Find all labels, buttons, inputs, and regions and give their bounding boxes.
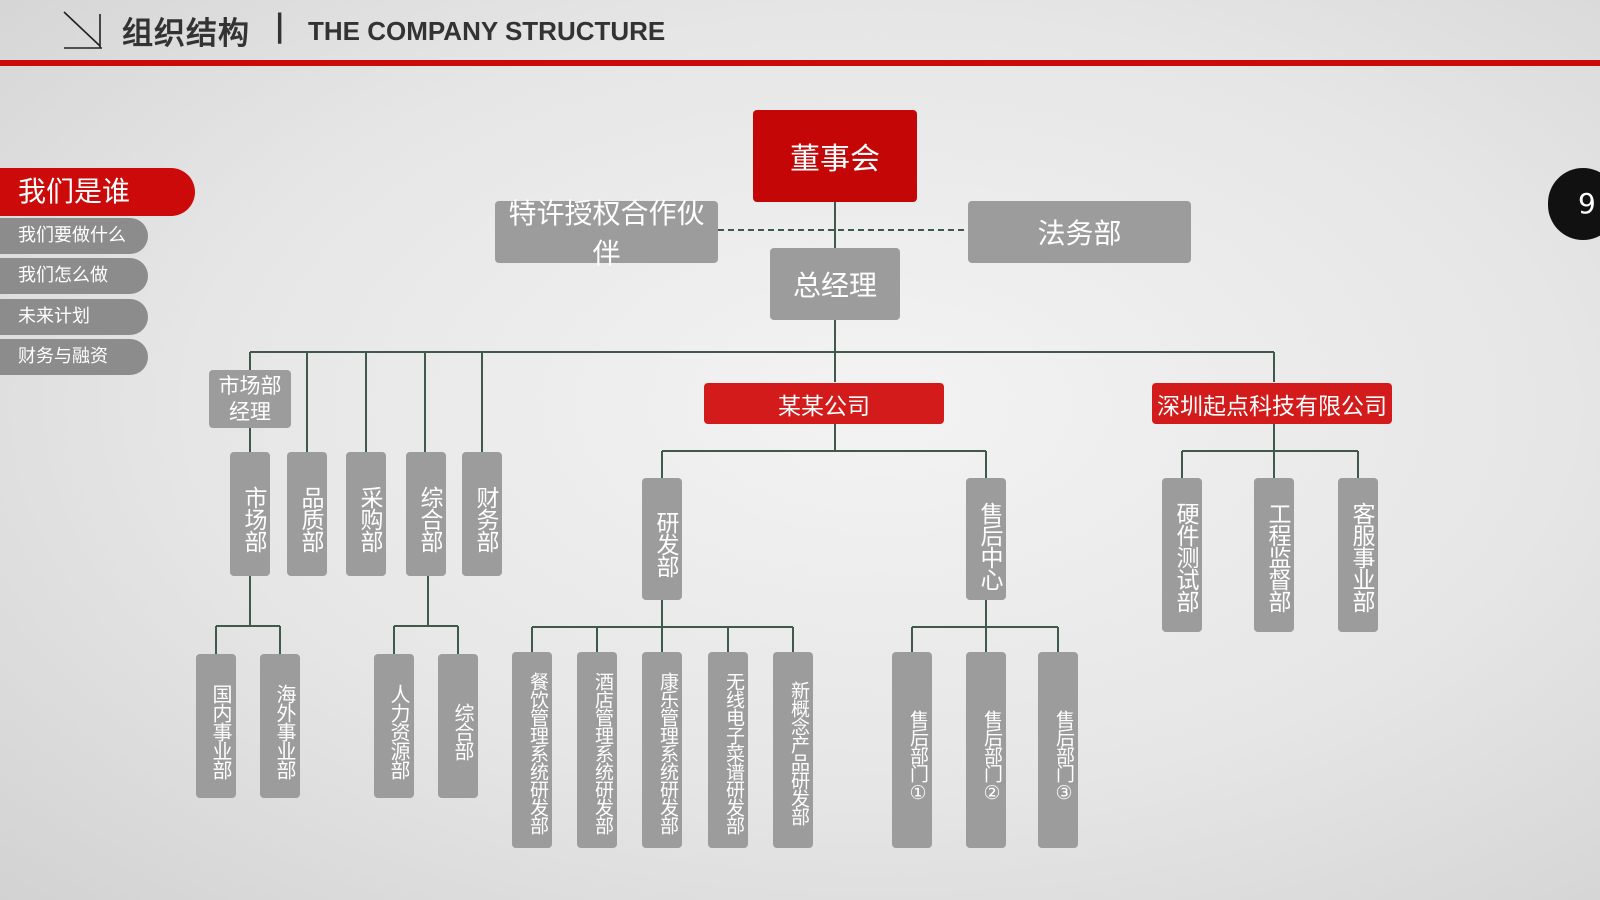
node-franchise-partner: 特许授权合作伙伴	[495, 197, 718, 270]
node-general-sub-dept: 综合部	[438, 654, 478, 798]
nav-item-future-plan[interactable]: 未来计划	[0, 299, 148, 335]
node-aftersales-dept-3: 售后部门③	[1038, 652, 1078, 848]
node-aftersales-dept-2: 售后部门②	[966, 652, 1006, 848]
node-market-dept: 市场部	[230, 452, 270, 576]
page-title-cn: 组织结构	[122, 16, 250, 52]
nav-item-what-we-do[interactable]: 我们要做什么	[0, 218, 148, 254]
node-hardware-testing: 硬件测试部	[1162, 478, 1202, 632]
node-emenu-rd: 无线电子菜谱研发部	[708, 652, 748, 848]
node-customer-service: 客服事业部	[1338, 478, 1378, 632]
node-company-b: 深圳起点科技有限公司	[1152, 383, 1392, 424]
node-aftersales-dept-1: 售后部门①	[892, 652, 932, 848]
node-overseas-division: 海外事业部	[260, 654, 300, 798]
node-general-manager: 总经理	[770, 248, 900, 320]
diagonal-arrow-icon	[63, 11, 102, 49]
node-new-concept-rd: 新概念产品研发部	[773, 652, 813, 848]
title-separator: |	[274, 8, 286, 44]
nav-item-how-we-do[interactable]: 我们怎么做	[0, 258, 148, 294]
node-recreation-rd: 康乐管理系统研发部	[642, 652, 682, 848]
node-board: 董事会	[753, 110, 917, 202]
node-catering-rd: 餐饮管理系统研发部	[512, 652, 552, 848]
node-general-dept: 综合部	[406, 452, 446, 576]
nav-item-finance[interactable]: 财务与融资	[0, 339, 148, 375]
node-company-a: 某某公司	[704, 383, 944, 424]
header-divider	[0, 60, 1600, 66]
page-title-en: THE COMPANY STRUCTURE	[308, 16, 666, 46]
node-legal-department: 法务部	[968, 201, 1191, 263]
node-finance-dept: 财务部	[462, 452, 502, 576]
node-hr-dept: 人力资源部	[374, 654, 414, 798]
node-market-manager: 市场部经理	[209, 370, 291, 428]
node-quality-dept: 品质部	[287, 452, 327, 576]
node-engineering-supervision: 工程监督部	[1254, 478, 1294, 632]
node-purchasing-dept: 采购部	[346, 452, 386, 576]
node-domestic-division: 国内事业部	[196, 654, 236, 798]
nav-item-who-we-are[interactable]: 我们是谁	[0, 168, 195, 216]
page-number-badge: 9	[1548, 168, 1600, 240]
node-rd-dept: 研发部	[642, 478, 682, 600]
node-hotel-rd: 酒店管理系统研发部	[577, 652, 617, 848]
node-aftersales-center: 售后中心	[966, 478, 1006, 600]
